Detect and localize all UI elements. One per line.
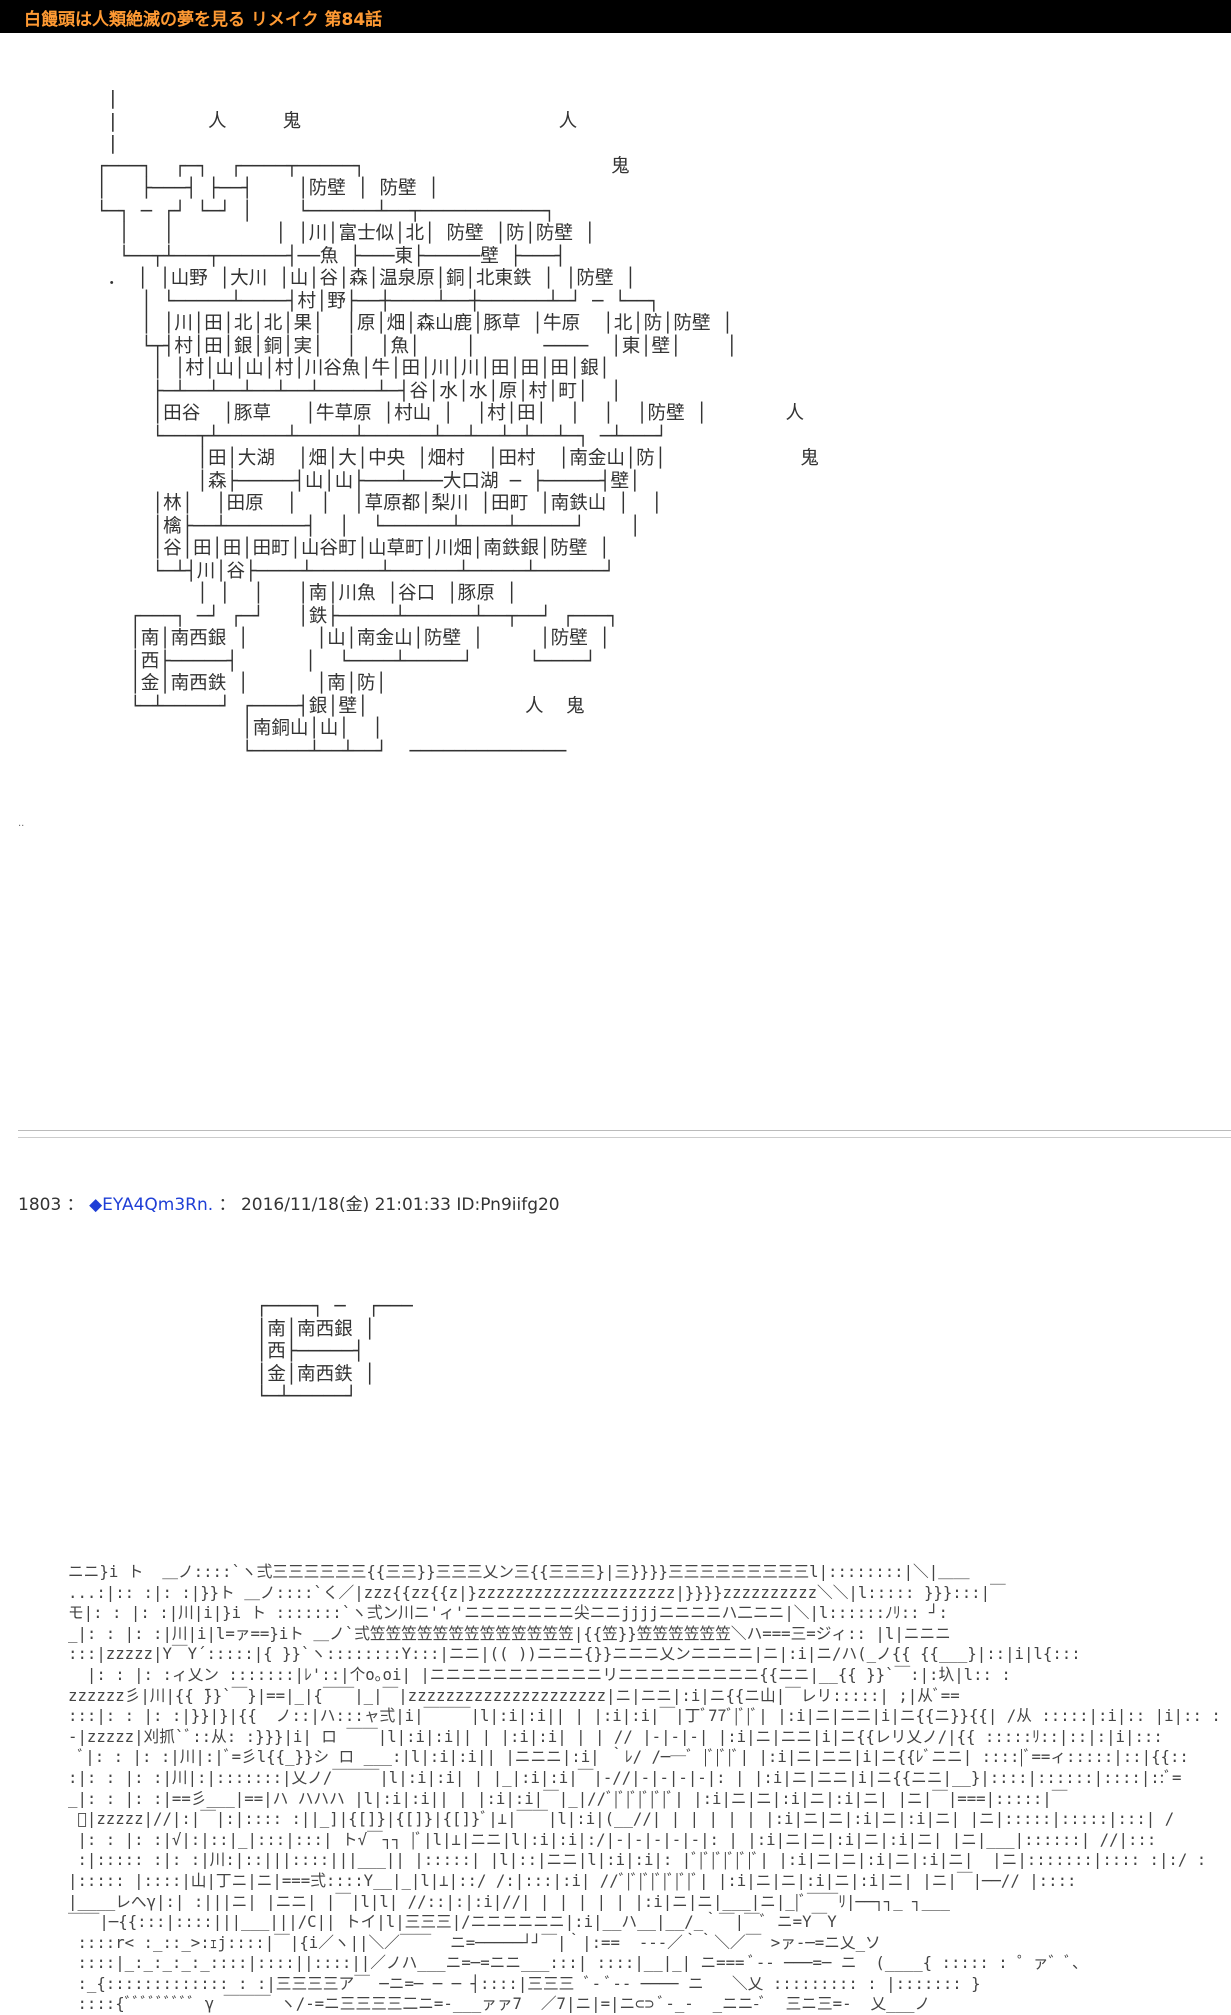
post-number: 1803 [18, 1195, 62, 1215]
post-author-trip[interactable]: ◆EYA4Qm3Rn. [89, 1195, 214, 1215]
map-ascii-art: | | 人 鬼 人 | ┌───┐ ┌─┐ ┌────┬─────┐ 鬼 │ ├… [96, 88, 819, 762]
post-separator: ： [66, 1195, 84, 1215]
dots: .. [18, 818, 25, 829]
scene-ascii-art: ニニ}i ト ＿ノ::::`ヽ弍三三三三三三{{三三}}三三三乂ン三{{三三三}… [68, 1562, 1221, 2014]
post-divider [18, 1130, 1231, 1131]
region-box-ascii-art: ┌────┐ ─ ┌─── │南│南西銀 │ │西├─────┤ │金│南西鉄 … [256, 1296, 413, 1407]
post-divider-secondary [18, 1137, 1231, 1138]
post-separator: ： [218, 1195, 236, 1215]
thread-title-link[interactable]: 白饅頭は人類絶滅の夢を見る リメイク 第84話 [24, 10, 383, 30]
post-header: 1803 ： ◆EYA4Qm3Rn. ： 2016/11/18(金) 21:01… [18, 1190, 560, 1215]
top-bar: 白饅頭は人類絶滅の夢を見る リメイク 第84話 [0, 0, 1231, 33]
post-id: ID:Pn9iifg20 [456, 1195, 560, 1215]
post-date: 2016/11/18(金) 21:01:33 [240, 1195, 451, 1215]
